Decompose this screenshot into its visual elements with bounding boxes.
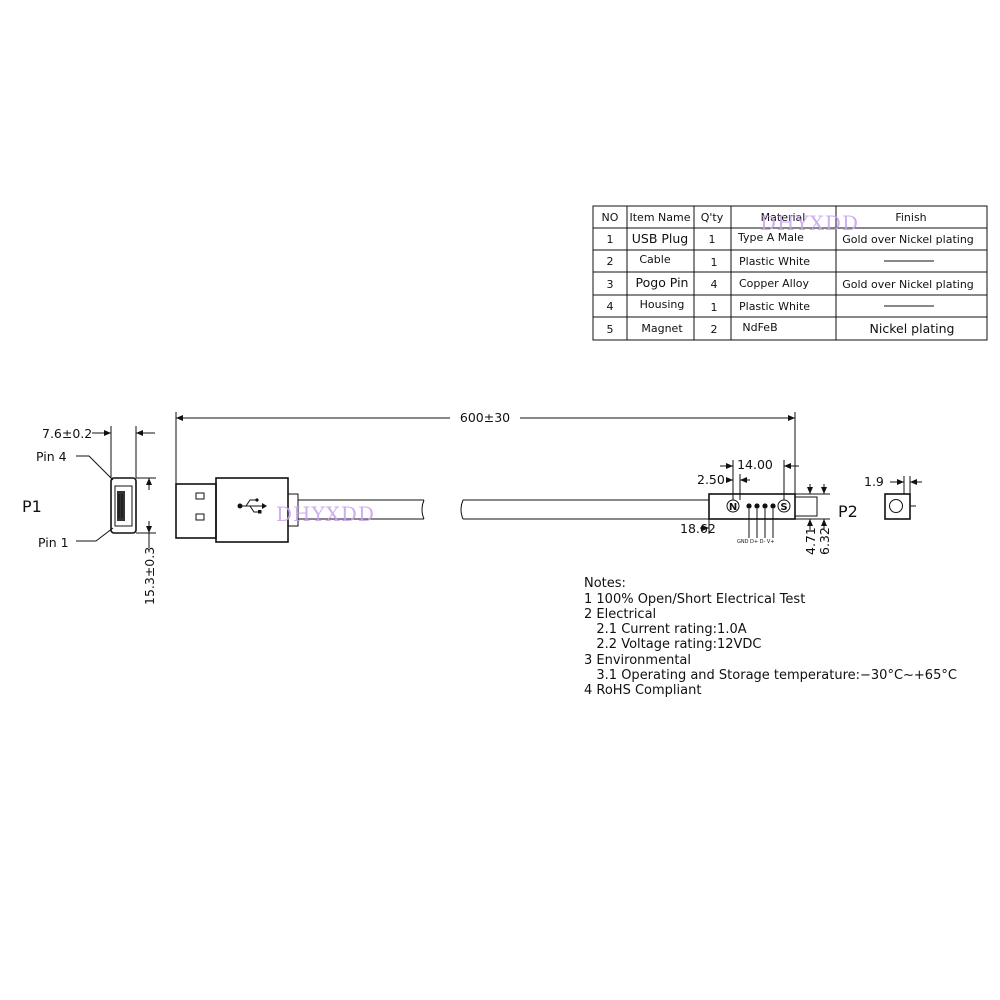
bom-cell: 1: [709, 233, 716, 246]
bom-cell: 5: [607, 323, 614, 336]
bom-cell: Copper Alloy: [739, 277, 810, 290]
p1-front-view: P1 7.6±0.2 15.3±0.3 Pin 4 Pin 1: [22, 426, 157, 605]
dim-19: 1.9: [864, 474, 884, 489]
bom-cell: Pogo Pin: [636, 275, 689, 290]
usb-plug-side-view: [175, 477, 709, 543]
bom-cell: 4: [607, 300, 614, 313]
pin1-leader: [76, 527, 114, 542]
bom-cell: Housing: [640, 298, 685, 311]
bom-cell: Plastic White: [739, 300, 810, 313]
notes-block: Notes: 1 100% Open/Short Electrical Test…: [584, 576, 957, 698]
pogo-pin: [762, 503, 768, 509]
bom-cell: NdFeB: [742, 321, 777, 334]
bom-header-no: NO: [602, 211, 619, 224]
notes-line: 1 100% Open/Short Electrical Test: [584, 592, 805, 607]
bom-cell: 2: [607, 255, 614, 268]
bom-cell: Gold over Nickel plating: [842, 233, 974, 246]
bom-table-border: [592, 205, 988, 341]
bom-cell: Plastic White: [739, 255, 810, 268]
notes-line: 2 Electrical: [584, 607, 656, 622]
pogo-pin-names: GND D+ D- V+: [737, 539, 775, 545]
bom-header-qty: Q'ty: [701, 211, 724, 224]
notes-line: 3 Environmental: [584, 653, 691, 668]
notes-line: 3.1 Operating and Storage temperature:−3…: [584, 668, 957, 683]
pin1-label: Pin 1: [38, 535, 69, 550]
bom-cell: Magnet: [641, 322, 683, 335]
dim-overall-length: 600±30: [460, 410, 510, 425]
pogo-pin: [754, 503, 760, 509]
magnet-south-mark: S: [780, 502, 787, 513]
notes-line: 4 RoHS Compliant: [584, 683, 701, 698]
bom-header-item: Item Name: [630, 211, 691, 224]
notes-line: 2.2 Voltage rating:12VDC: [584, 637, 762, 652]
bom-cell: Gold over Nickel plating: [842, 278, 974, 291]
bom-cell: Nickel plating: [870, 321, 955, 336]
watermark-logo: DHYXDD: [760, 211, 859, 235]
p1-socket-cavity: [114, 485, 133, 527]
watermark-logo: DHYXDD: [276, 502, 375, 526]
p2-housing: [884, 493, 911, 520]
bom-cell: 4: [711, 278, 718, 291]
p2-pin-circle: [889, 499, 903, 513]
usb-plug-hole: [195, 513, 205, 521]
dim-14: 14.00: [737, 457, 773, 472]
pogo-pin: [770, 503, 776, 509]
dim-250: 2.50: [697, 472, 725, 487]
bom-cell: 1: [711, 256, 718, 269]
pin4-leader: [76, 455, 114, 481]
p1-socket-outline: [110, 477, 137, 534]
pogo-connector-view: N S GND D+ D- V+ 14.00 2.50 18.62 4.: [680, 457, 832, 555]
usb-plug-hole: [195, 492, 205, 500]
usb-strain-relief: [287, 493, 299, 527]
bom-cell: 3: [607, 278, 614, 291]
dim-overall-length-group: 600±30: [175, 410, 796, 494]
pin4-label: Pin 4: [36, 449, 67, 464]
bom-header-material: Material: [761, 211, 806, 224]
notes-line: 2.1 Current rating:1.0A: [584, 622, 747, 637]
bom-cell: 1: [607, 233, 614, 246]
usb-icon: [237, 498, 267, 514]
p1-socket-tongue: [117, 491, 125, 521]
bom-cell: USB Plug: [632, 231, 689, 246]
bom-cell: Cable: [639, 253, 670, 266]
pogo-pin: [746, 503, 752, 509]
bom-table: NO Item Name Q'ty Material Finish 1 USB …: [592, 205, 988, 341]
usb-plug-metal: [175, 483, 217, 539]
magnet-north-mark: N: [729, 502, 737, 513]
p1-label: P1: [22, 497, 42, 516]
p2-label: P2: [838, 502, 858, 521]
dim-p1-width: 7.6±0.2: [42, 426, 92, 441]
bom-cell: 1: [711, 301, 718, 314]
dim-1862: 18.62: [680, 521, 716, 536]
dim-471: 4.71: [803, 527, 818, 555]
pogo-tail: [794, 496, 818, 517]
bom-cell: 2: [711, 323, 718, 336]
cable-break: [460, 499, 464, 520]
p2-end-view: P2 1.9: [838, 474, 922, 521]
bom-header-finish: Finish: [895, 211, 926, 224]
cable-break: [421, 499, 425, 520]
bom-cell: Type A Male: [737, 231, 804, 244]
dim-p1-height: 15.3±0.3: [142, 547, 157, 605]
notes-title: Notes:: [584, 576, 626, 591]
dim-632: 6.32: [817, 527, 832, 555]
